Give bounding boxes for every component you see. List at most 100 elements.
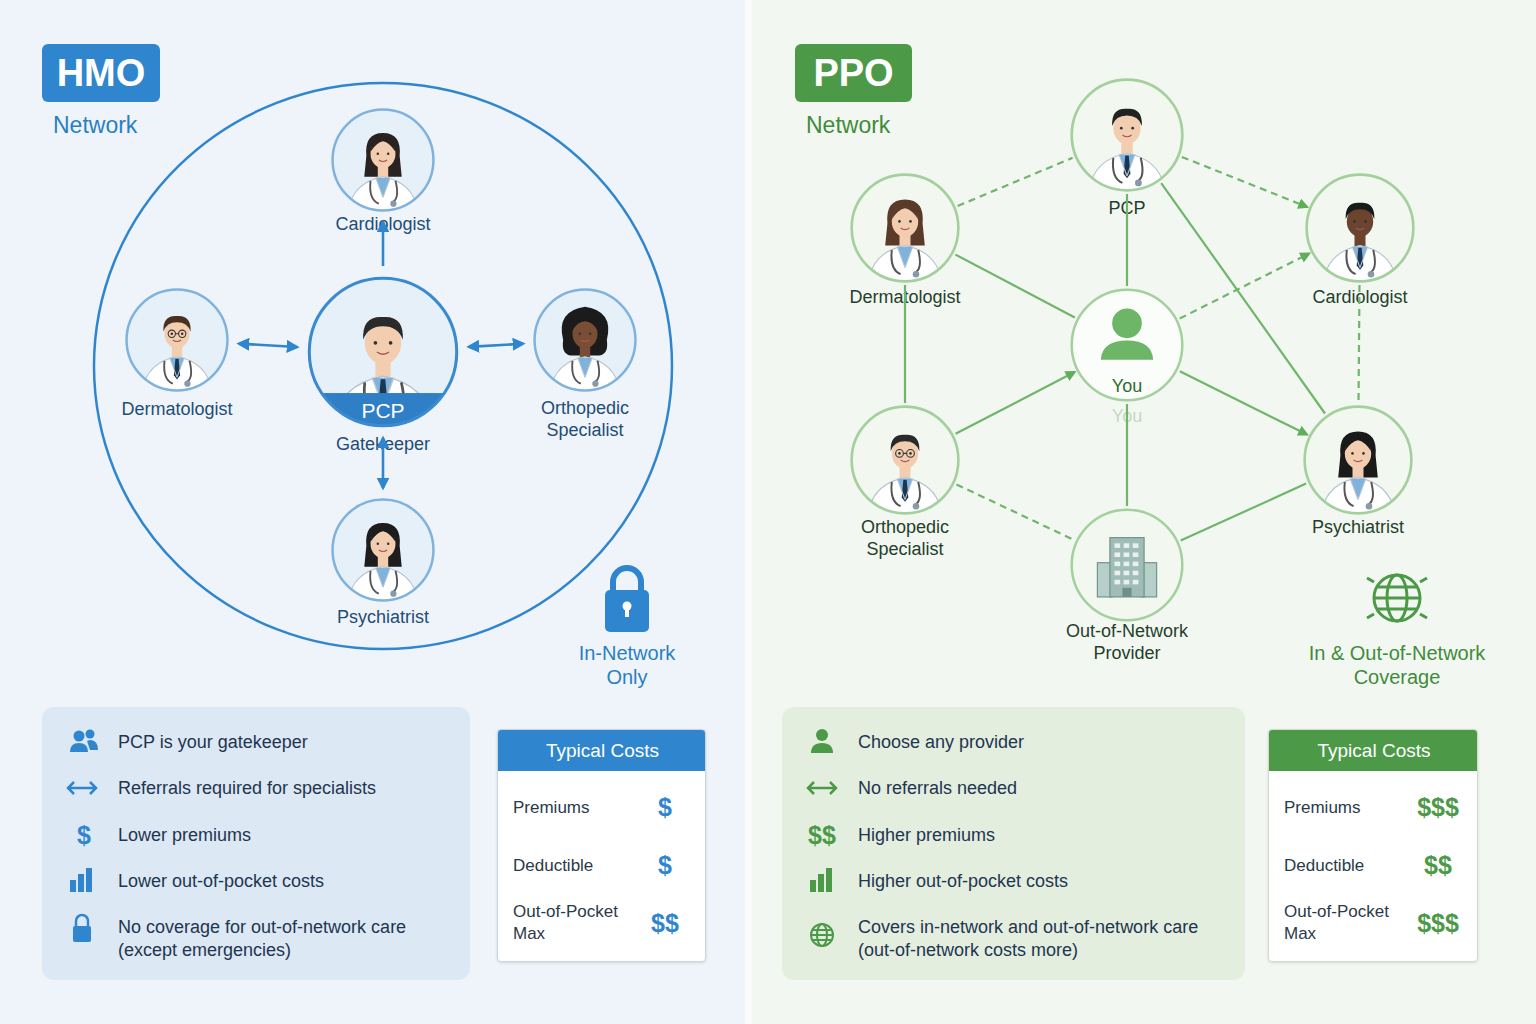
hmo-row-icons: [68, 730, 98, 943]
doctor-avatar: [852, 407, 959, 514]
doctor-avatar: [142, 357, 213, 392]
access-line: [1180, 371, 1307, 434]
doctor-avatar: [371, 137, 396, 152]
referral-arrow: [382, 438, 385, 488]
node-text: $$: [797, 820, 847, 850]
doctor-avatar: [589, 333, 591, 335]
provider-circle: PCP: [1070, 78, 1184, 192]
globe-symbol: [1374, 575, 1420, 621]
provider-circle: Dermatologist: [850, 173, 960, 283]
building-icon: [1122, 588, 1131, 597]
doctor-avatar: [578, 358, 593, 378]
lock-symbol: [605, 590, 649, 632]
globe-symbol: [1374, 597, 1420, 600]
hmo-row-icons: [87, 740, 98, 750]
node-text: Orthopedic Specialist: [520, 397, 650, 441]
node-text: PCP is your gatekeeper: [118, 731, 458, 754]
building-icon: [1133, 580, 1139, 585]
doctor-avatar: [1368, 271, 1375, 278]
doctor-avatar: [184, 381, 190, 387]
hmo-row-icons: [86, 868, 92, 892]
ppo-row-icons: [811, 924, 833, 946]
doctor-avatar: [897, 247, 912, 268]
doctor-avatar: [1346, 250, 1375, 274]
access-line: [1182, 157, 1307, 207]
doctor-avatar: [1364, 220, 1367, 223]
node-text: Premiums: [1284, 797, 1361, 819]
doctor-avatar: [379, 160, 387, 162]
doctor-avatar: [903, 453, 906, 454]
ppo-row-icons: [810, 880, 816, 892]
doctor-avatar: [897, 479, 912, 500]
doctor-avatar: [852, 175, 959, 282]
doctor-avatar: [1354, 460, 1363, 462]
node-text: Premiums: [513, 797, 590, 819]
access-line: [904, 285, 906, 403]
node-text: Dermatologist: [97, 398, 257, 420]
node-text: No coverage for out-of-network care (exc…: [118, 916, 448, 962]
coverage-label: In-Network Only: [567, 641, 687, 689]
doctor-avatar: [1345, 436, 1371, 451]
node-text: Lower out-of-pocket costs: [118, 870, 458, 893]
doctor-avatar: [1307, 175, 1414, 282]
node-text: Choose any provider: [858, 731, 1238, 754]
doctor-avatar: [333, 110, 434, 211]
doctor-avatar: [181, 333, 183, 335]
doctor-avatar: [1135, 179, 1142, 186]
node-text: Dermatologist: [825, 286, 985, 308]
building-icon: [1133, 562, 1139, 567]
doctor-avatar: [390, 591, 396, 597]
node-text: Out-of-Pocket Max: [513, 901, 623, 945]
doctor-avatar: [571, 316, 598, 332]
doctor-avatar: [348, 523, 419, 602]
doctor-avatar: [891, 435, 920, 452]
cost-table: Typical CostsPremiums$Deductible$Out-of-…: [497, 729, 706, 962]
doctor-avatar: [376, 568, 391, 588]
node-text: Orthopedic Specialist: [840, 516, 970, 560]
doctor-avatar: [348, 567, 419, 602]
doctor-avatar: [376, 178, 391, 198]
access-line: [1126, 194, 1128, 286]
person-icon: [1112, 309, 1142, 339]
building-icon: [1133, 543, 1139, 548]
feature-panel: PCP is your gatekeeperReferrals required…: [42, 707, 470, 980]
node-text: $$: [640, 908, 690, 938]
globe-symbol: [1387, 575, 1407, 621]
doctor-avatar: [1303, 405, 1413, 515]
doctor-avatar: [370, 571, 397, 594]
hmo-row-icons: [73, 926, 91, 942]
doctor-avatar: [377, 153, 379, 155]
doctor-avatar: [1351, 452, 1354, 455]
node-text: Higher premiums: [858, 824, 1238, 847]
hmo-row-icons: [70, 743, 88, 752]
doctor-avatar: [1321, 478, 1396, 515]
building-icon: [1072, 510, 1183, 621]
doctor-avatar: [1088, 153, 1166, 192]
doctor-avatar: [907, 450, 915, 458]
doctor-avatar: [1072, 80, 1183, 191]
doctor-avatar: [1353, 220, 1356, 223]
hmo-row-icons: [70, 880, 76, 892]
node-text: Network: [53, 112, 137, 138]
hmo-row-icons: [86, 730, 95, 739]
globe-symbol: [1367, 575, 1427, 621]
globe-symbol: [1367, 578, 1427, 618]
doctor-avatar: [390, 201, 396, 207]
doctor-avatar: [1305, 173, 1415, 283]
building-icon: [1133, 552, 1139, 557]
doctor-avatar: [1350, 479, 1365, 500]
node-text: HMO: [42, 44, 160, 102]
doctor-avatar: [168, 330, 175, 337]
node-text: Deductible: [513, 855, 593, 877]
access-line: [1161, 183, 1325, 413]
doctor-avatar: [581, 340, 589, 342]
doctor-avatar: [307, 317, 459, 428]
referral-arrow: [469, 344, 523, 347]
hmo-row-icons: [76, 915, 88, 927]
doctor-avatar: [1323, 246, 1398, 283]
doctor-avatar: [331, 498, 435, 602]
ppo-row-icons: [808, 729, 836, 946]
doctor-avatar: [171, 333, 173, 335]
ppo-row-icons: [818, 874, 824, 892]
lock-symbol: [623, 602, 632, 611]
